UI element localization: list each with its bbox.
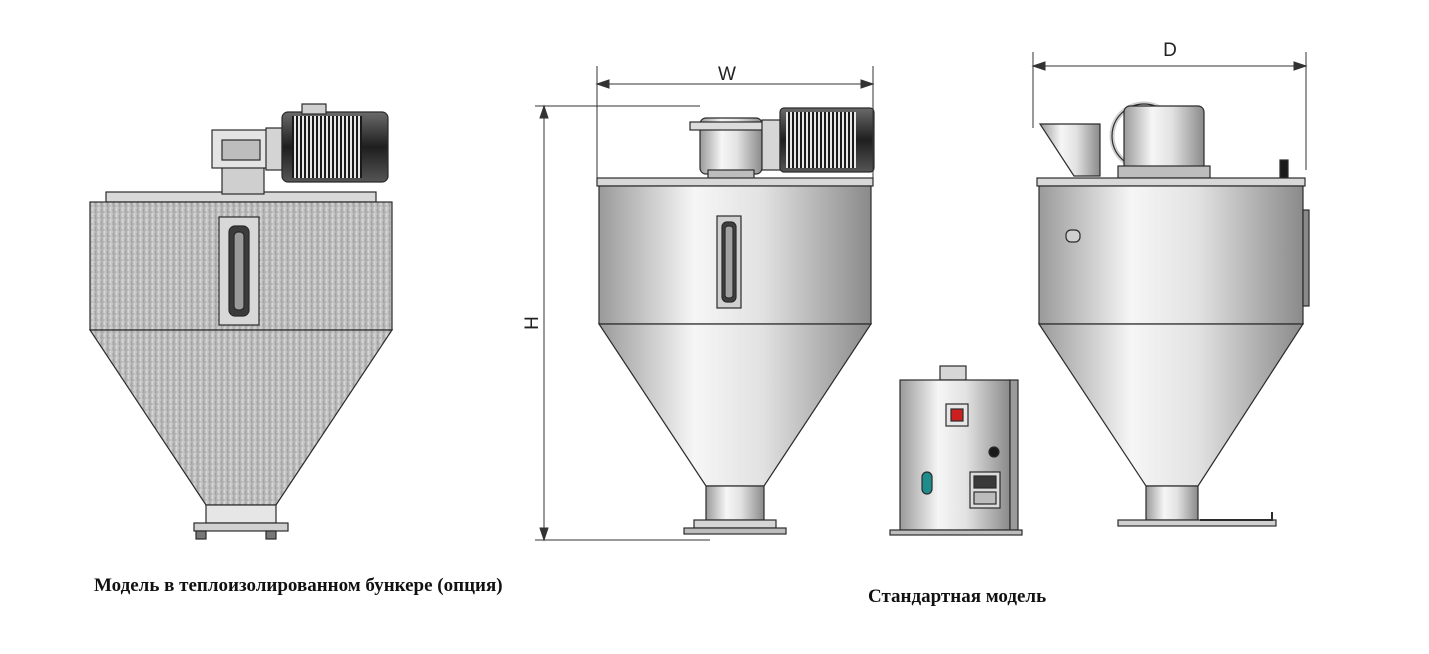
width-label: W — [718, 64, 736, 85]
insulated-model-caption: Модель в теплоизолированном бункере (опц… — [94, 575, 503, 596]
arrow-right-icon — [860, 79, 875, 89]
depth-dimension — [1031, 52, 1308, 170]
arrow-right-icon — [1293, 61, 1308, 71]
arrow-left-icon — [595, 79, 610, 89]
width-dimension — [595, 66, 875, 178]
standard-hopper-side — [1036, 101, 1310, 527]
arrow-down-icon — [539, 527, 549, 542]
depth-label: D — [1163, 40, 1177, 61]
insulated-hopper — [88, 103, 394, 540]
height-label: H — [522, 316, 543, 330]
height-dimension — [535, 104, 710, 542]
arrow-up-icon — [539, 104, 549, 119]
standard-model-caption: Стандартная модель — [868, 586, 1047, 607]
standard-hopper-front — [596, 107, 875, 535]
control-cabinet — [889, 365, 1023, 536]
arrow-left-icon — [1031, 61, 1046, 71]
